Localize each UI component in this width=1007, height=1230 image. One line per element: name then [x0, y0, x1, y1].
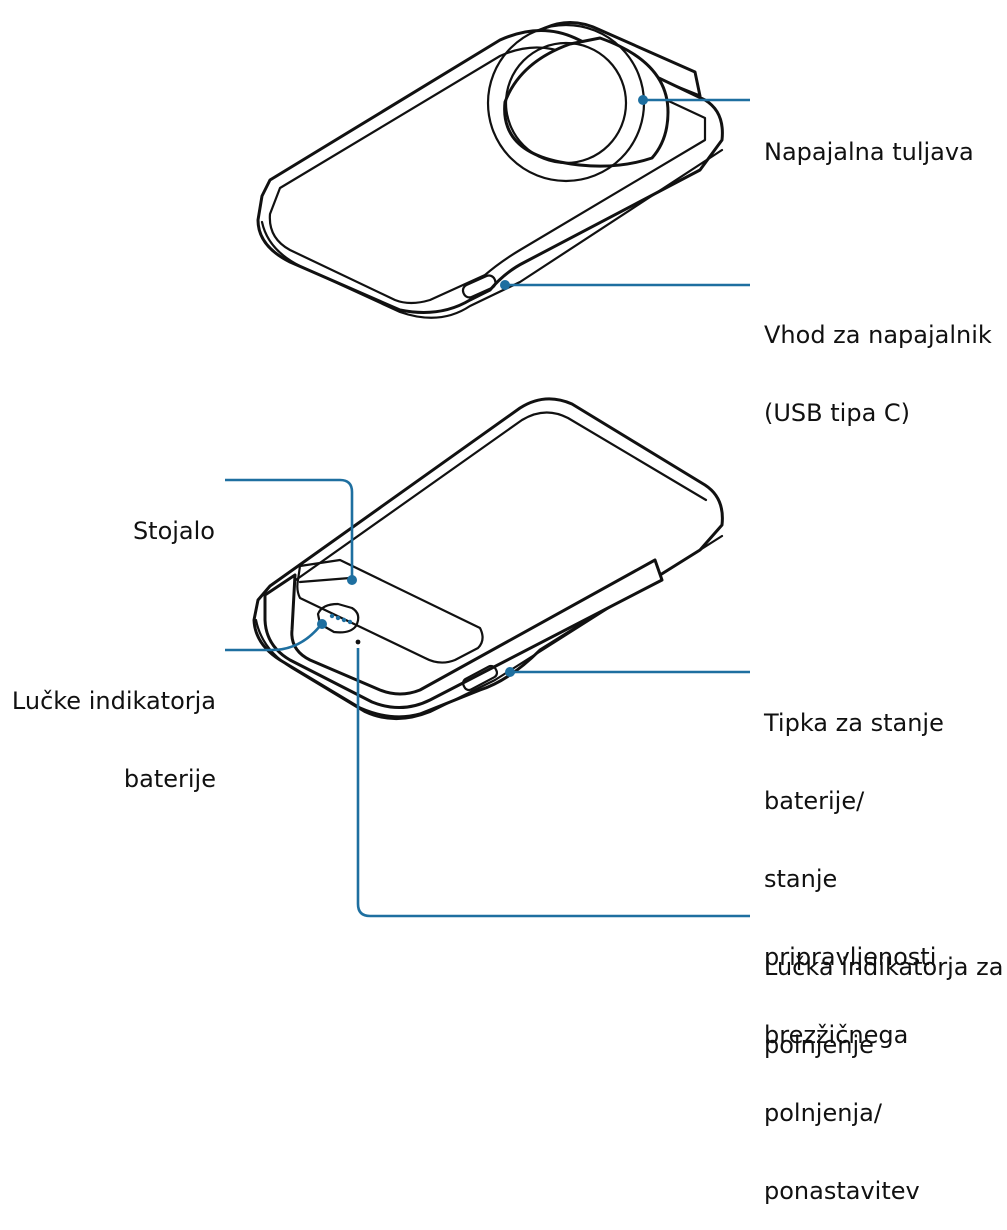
device-front-view	[256, 21, 724, 319]
label-battery-indicator-lights: Lučke indikatorja baterije	[11, 687, 216, 793]
device-diagram	[225, 21, 750, 918]
device-rear-view	[252, 397, 724, 721]
label-charger-port: Vhod za napajalnik (USB tipa C)	[764, 321, 992, 427]
leader-charging-indicator	[356, 648, 750, 918]
label-stand: Stojalo	[132, 517, 215, 545]
leader-lines	[225, 95, 750, 918]
label-charging-indicator-light: Lučka indikatorja za polnjenje	[764, 953, 1004, 1059]
leader-battery-indicator	[225, 625, 321, 652]
label-charging-coil: Napajalna tuljava	[764, 138, 974, 166]
leader-stand	[225, 478, 354, 580]
